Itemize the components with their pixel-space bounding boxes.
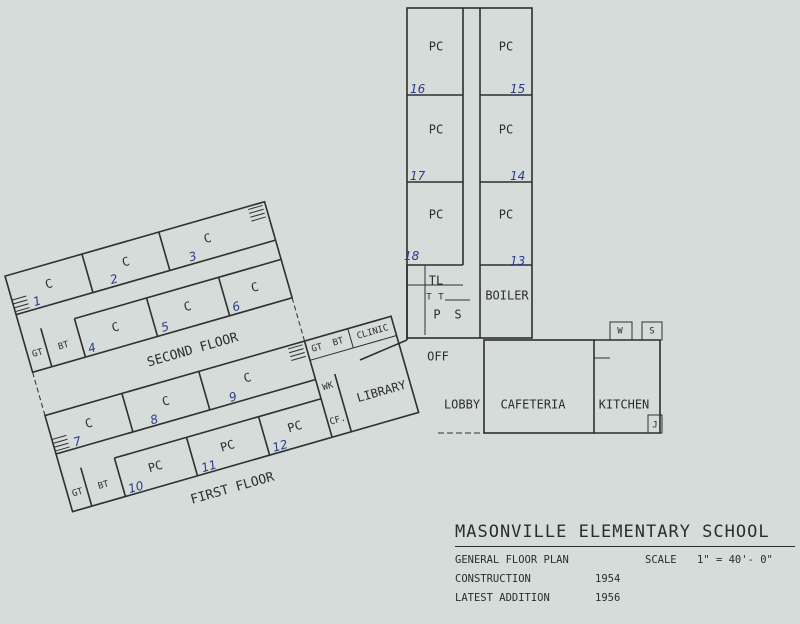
room-pc-14-label: PC [499, 123, 513, 137]
room-number-6: 6 [231, 299, 243, 315]
room-library-label: LIBRARY [355, 377, 408, 405]
room-boiler-label: BOILER [485, 289, 529, 303]
plan-title: MASONVILLE ELEMENTARY SCHOOL [455, 522, 770, 542]
room-t-label-1: T [426, 293, 432, 303]
room-number-10: 10 [127, 478, 146, 496]
room-wk-label: WK [321, 380, 335, 393]
room-number-14: 14 [510, 169, 525, 183]
room-number-7: 7 [72, 434, 84, 450]
room-number-9: 9 [227, 389, 238, 405]
room-number-4: 4 [86, 340, 97, 356]
plan-scale-row: GENERAL FLOOR PLAN SCALE 1" = 40'- 0" [455, 554, 795, 566]
addition-label: LATEST ADDITION [455, 592, 550, 604]
room-gt-3-label: GT [310, 342, 324, 355]
title-rule [455, 546, 795, 547]
room-bt-3-label: BT [332, 336, 346, 349]
room-number-13: 13 [510, 254, 525, 268]
room-c-2-label: C [120, 254, 131, 269]
construction-row: CONSTRUCTION 1954 [455, 573, 795, 585]
room-cafeteria-label: CAFETERIA [500, 398, 566, 412]
room-number-17: 17 [410, 169, 426, 183]
room-c-1-label: C [43, 276, 54, 291]
room-p-label: P [433, 308, 440, 322]
west-wing [4, 200, 420, 513]
scale-value: 1" = 40'- 0" [697, 554, 773, 566]
room-number-18: 18 [404, 249, 420, 263]
addition-row: LATEST ADDITION 1956 [455, 592, 795, 604]
room-number-15: 15 [510, 82, 525, 96]
room-s2-label: S [649, 327, 654, 337]
scale-label: SCALE [645, 554, 677, 566]
room-pc-16-label: PC [429, 40, 443, 54]
room-t-label-2: T [438, 293, 444, 303]
room-w-label: W [617, 327, 623, 337]
plan-type: GENERAL FLOOR PLAN [455, 554, 569, 566]
room-pc-12-label: PC [286, 418, 304, 435]
cafeteria-block [483, 321, 663, 434]
room-pc-17-label: PC [429, 123, 443, 137]
room-lobby-label: LOBBY [444, 398, 481, 412]
room-number-5: 5 [159, 319, 170, 335]
room-number-12: 12 [271, 437, 290, 455]
room-j-label: J [652, 421, 657, 431]
room-number-1: 1 [31, 294, 42, 310]
construction-year: 1954 [595, 573, 621, 585]
room-c-9-label: C [242, 370, 253, 385]
room-number-8: 8 [149, 412, 161, 428]
addition-year: 1956 [595, 592, 621, 604]
room-number-11: 11 [200, 457, 219, 475]
room-c-5-label: C [182, 299, 193, 314]
room-gt-1-label: GT [71, 487, 85, 500]
room-pc-10-label: PC [146, 458, 164, 475]
room-c-7-label: C [83, 416, 94, 431]
room-c-4-label: C [110, 319, 121, 334]
room-c-3-label: C [202, 231, 213, 246]
room-off-label: OFF [427, 350, 449, 364]
room-pc-11-label: PC [219, 437, 237, 454]
room-bt-1-label: BT [97, 479, 111, 492]
room-cf-label: CF. [329, 413, 347, 427]
room-bt-2-label: BT [57, 340, 71, 353]
room-number-2: 2 [108, 271, 119, 287]
room-pc-15-label: PC [499, 40, 513, 54]
east-wing [359, 7, 533, 361]
room-number-16: 16 [410, 82, 426, 96]
room-pc-18-label: PC [429, 208, 443, 222]
room-tl-label: TL [429, 274, 443, 288]
room-pc-13-label: PC [499, 208, 513, 222]
title-block: MASONVILLE ELEMENTARY SCHOOL GENERAL FLO… [455, 522, 795, 604]
room-c-6-label: C [249, 280, 260, 295]
construction-label: CONSTRUCTION [455, 573, 531, 585]
room-number-3: 3 [187, 249, 198, 265]
room-s-label: S [454, 308, 461, 322]
room-gt-2-label: GT [31, 347, 45, 360]
room-c-8-label: C [160, 393, 171, 408]
room-kitchen-label: KITCHEN [599, 398, 650, 412]
